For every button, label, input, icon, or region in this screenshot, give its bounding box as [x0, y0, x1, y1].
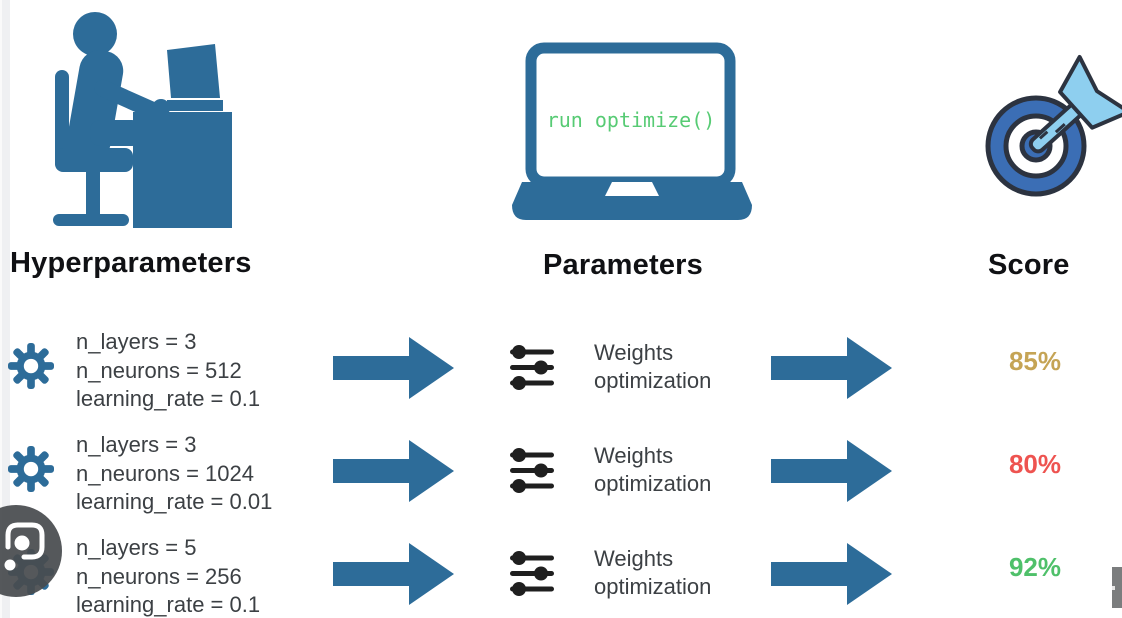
process-text: Weights optimization — [594, 545, 711, 601]
process-line: optimization — [594, 574, 712, 599]
process-line: optimization — [594, 368, 712, 393]
score-value: 85% — [1008, 346, 1062, 376]
sliders-icon — [508, 344, 556, 391]
hyperparameters-text: n_layers = 5 n_neurons = 256 learning_ra… — [76, 534, 260, 618]
hyperparam-line: n_layers = 5 — [76, 535, 197, 560]
column-label-score: Score — [988, 249, 1070, 281]
hyperparam-line: learning_rate = 0.1 — [76, 592, 261, 617]
column-label-parameters: Parameters — [543, 249, 703, 281]
process-text: Weights optimization — [594, 442, 711, 498]
gear-icon — [8, 343, 54, 389]
right-arrow-icon — [771, 439, 893, 503]
scrollbar-fragment[interactable] — [1112, 567, 1122, 608]
column-label-hyperparameters: Hyperparameters — [10, 247, 252, 279]
hyperparam-line: n_layers = 3 — [76, 432, 197, 457]
hyperparam-line: learning_rate = 0.01 — [76, 489, 273, 514]
laptop-icon: run optimize() — [512, 42, 752, 223]
scrollbar-tick — [1112, 586, 1115, 590]
experiment-row-1: n_layers = 3 n_neurons = 512 learning_ra… — [0, 325, 1122, 425]
process-line: Weights — [594, 546, 674, 571]
right-arrow-icon — [771, 542, 893, 606]
right-arrow-icon — [771, 336, 893, 400]
process-text: Weights optimization — [594, 339, 711, 395]
laptop-screen-code: run optimize() — [547, 108, 716, 132]
camera-icon — [4, 522, 45, 571]
gear-icon — [8, 446, 54, 492]
process-line: Weights — [594, 443, 674, 468]
right-arrow-icon — [333, 542, 455, 606]
hyperparam-line: learning_rate = 0.1 — [76, 386, 261, 411]
hyperparam-line: n_neurons = 256 — [76, 563, 242, 589]
hyperparam-line: n_neurons = 512 — [76, 357, 242, 383]
left-edge-strip — [0, 0, 10, 618]
hyperparam-line: n_layers = 3 — [76, 329, 197, 354]
experiment-row-2: n_layers = 3 n_neurons = 1024 learning_r… — [0, 428, 1122, 528]
score-value: 92% — [1008, 552, 1062, 582]
hyperparameters-text: n_layers = 3 n_neurons = 1024 learning_r… — [76, 431, 272, 517]
target-dart-icon — [980, 52, 1122, 204]
hyperparameters-text: n_layers = 3 n_neurons = 512 learning_ra… — [76, 328, 260, 414]
person-at-computer-icon — [45, 8, 240, 230]
score-value: 80% — [1008, 449, 1062, 479]
sliders-icon — [508, 550, 556, 597]
process-line: Weights — [594, 340, 674, 365]
hyperparam-line: n_neurons = 1024 — [76, 460, 254, 486]
experiment-row-3: n_layers = 5 n_neurons = 256 learning_ra… — [0, 531, 1122, 618]
sliders-icon — [508, 447, 556, 494]
right-arrow-icon — [333, 336, 455, 400]
process-line: optimization — [594, 471, 712, 496]
right-arrow-icon — [333, 439, 455, 503]
